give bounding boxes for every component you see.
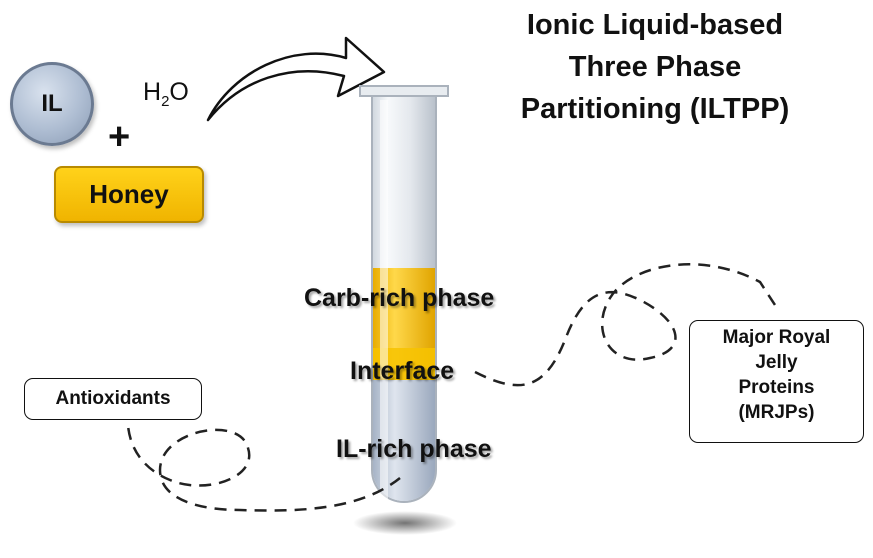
diagram-title: Ionic Liquid-based Three Phase Partition…: [490, 4, 820, 130]
test-tube: [359, 85, 449, 503]
mrjp-box: Major Royal Jelly Proteins (MRJPs): [689, 320, 864, 443]
il-rich-phase-fill: [373, 380, 435, 501]
tube-shadow: [353, 511, 457, 535]
curved-arrow: [206, 36, 386, 122]
interface-label: Interface: [350, 357, 455, 385]
carb-rich-phase-label: Carb-rich phase: [304, 284, 495, 312]
il-circle: IL: [10, 62, 94, 146]
water-h: H: [143, 78, 162, 106]
mrjp-line-3: Proteins: [738, 377, 815, 398]
mrjp-line-2: Jelly: [755, 352, 798, 373]
water-o: O: [169, 78, 189, 106]
dashed-connector-mrjp: [474, 263, 777, 387]
antioxidants-box: Antioxidants: [24, 378, 202, 420]
water-subscript: 2: [161, 93, 170, 110]
title-line-1: Ionic Liquid-based: [526, 9, 784, 41]
dashed-connector-antioxidants: [126, 424, 401, 512]
plus-sign: +: [108, 116, 131, 158]
honey-box: Honey: [54, 166, 204, 223]
water-formula: H2O: [143, 77, 189, 117]
title-line-2: Three Phase: [568, 51, 742, 83]
mrjp-line-4: (MRJPs): [738, 402, 815, 423]
mrjp-line-1: Major Royal: [722, 327, 831, 348]
il-rich-phase-label: IL-rich phase: [336, 435, 492, 463]
tube-rim: [359, 85, 449, 97]
title-line-3: Partitioning (ILTPP): [520, 93, 790, 125]
